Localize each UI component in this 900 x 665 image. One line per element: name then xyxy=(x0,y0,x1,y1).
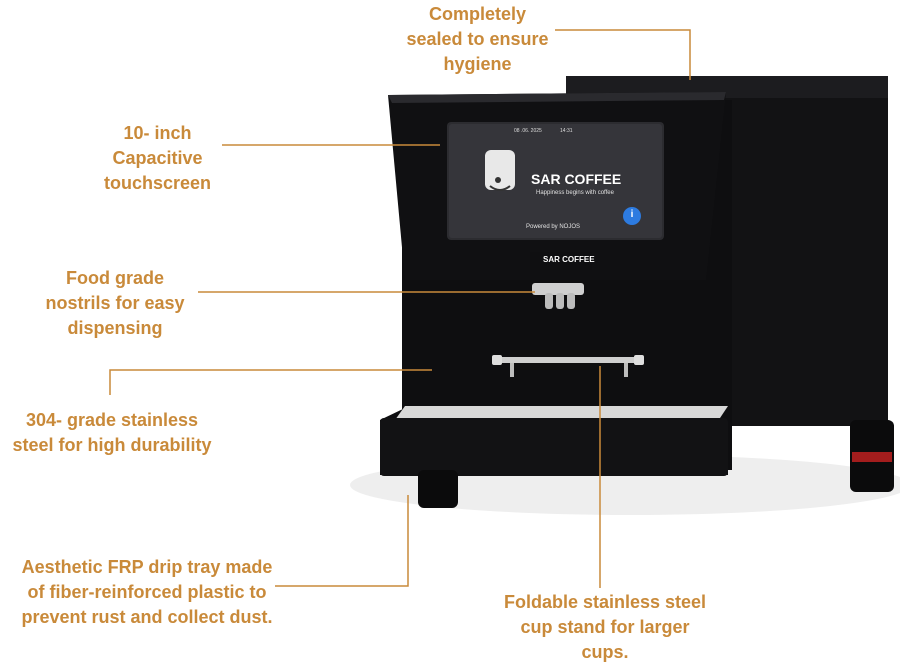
callout-drip-tray: Aesthetic FRP drip tray made of fiber-re… xyxy=(2,555,292,630)
callout-line: Aesthetic FRP drip tray made xyxy=(21,557,273,577)
info-icon[interactable]: i xyxy=(630,209,634,220)
callout-sealed: Completely sealed to ensure hygiene xyxy=(385,2,570,77)
screen-date: 08 .06. 2025 xyxy=(514,128,542,134)
callout-line: touchscreen xyxy=(103,173,212,193)
callout-line: Capacitive xyxy=(112,148,203,168)
screen-brand: SAR COFFEE xyxy=(531,171,622,187)
callout-steel: 304- grade stainless steel for high dura… xyxy=(2,408,222,458)
callout-line: 304- grade stainless xyxy=(25,410,199,430)
screen-tagline: Happiness begins with coffee xyxy=(536,190,614,196)
callout-line: Completely xyxy=(428,4,527,24)
screen-powered: Powered by NOJOS xyxy=(526,224,581,230)
cup-stand xyxy=(495,357,641,363)
callout-line: cups. xyxy=(581,642,629,662)
callout-line: prevent rust and collect dust. xyxy=(21,607,273,627)
callout-nostrils: Food grade nostrils for easy dispensing xyxy=(30,266,200,341)
callout-line: cup stand for larger xyxy=(520,617,690,637)
callout-line: of fiber-reinforced plastic to xyxy=(27,582,267,602)
callout-line: nostrils for easy xyxy=(45,293,185,313)
callout-line: steel for high durability xyxy=(12,435,212,455)
bezel-logo: SAR COFFEE xyxy=(543,255,595,264)
callout-line: Foldable stainless steel xyxy=(503,592,707,612)
callout-line: 10- inch xyxy=(123,123,192,143)
callout-line: dispensing xyxy=(67,318,163,338)
callout-line: hygiene xyxy=(443,54,512,74)
callout-line: sealed to ensure xyxy=(406,29,549,49)
dispensing-nozzle xyxy=(532,283,584,295)
callout-cup-stand: Foldable stainless steel cup stand for l… xyxy=(490,590,720,665)
callout-line: Food grade xyxy=(66,268,164,288)
screen-time: 14:31 xyxy=(560,128,573,134)
callout-touchscreen: 10- inch Capacitive touchscreen xyxy=(95,121,220,196)
